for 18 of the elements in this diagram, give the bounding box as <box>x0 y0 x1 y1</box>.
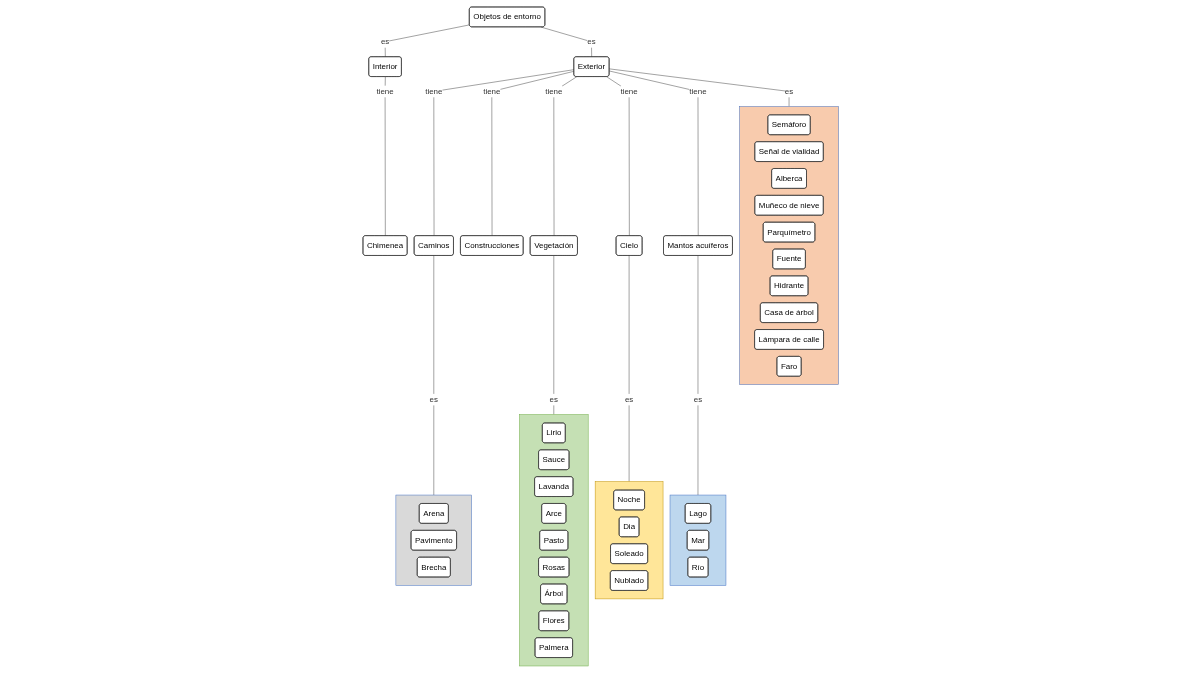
connector <box>384 24 470 58</box>
connector <box>433 255 434 496</box>
cluster <box>669 494 726 586</box>
connector <box>540 26 592 58</box>
connector <box>553 76 577 237</box>
cluster <box>518 414 589 667</box>
connector <box>384 76 386 237</box>
connector <box>606 76 630 237</box>
cluster <box>738 106 839 385</box>
connector <box>433 69 574 237</box>
connector <box>697 255 698 496</box>
connector <box>608 68 789 107</box>
connector <box>553 255 554 415</box>
connector <box>491 71 574 237</box>
connector <box>608 70 699 237</box>
cluster <box>395 494 472 586</box>
connector <box>628 255 629 482</box>
cluster <box>594 481 663 600</box>
